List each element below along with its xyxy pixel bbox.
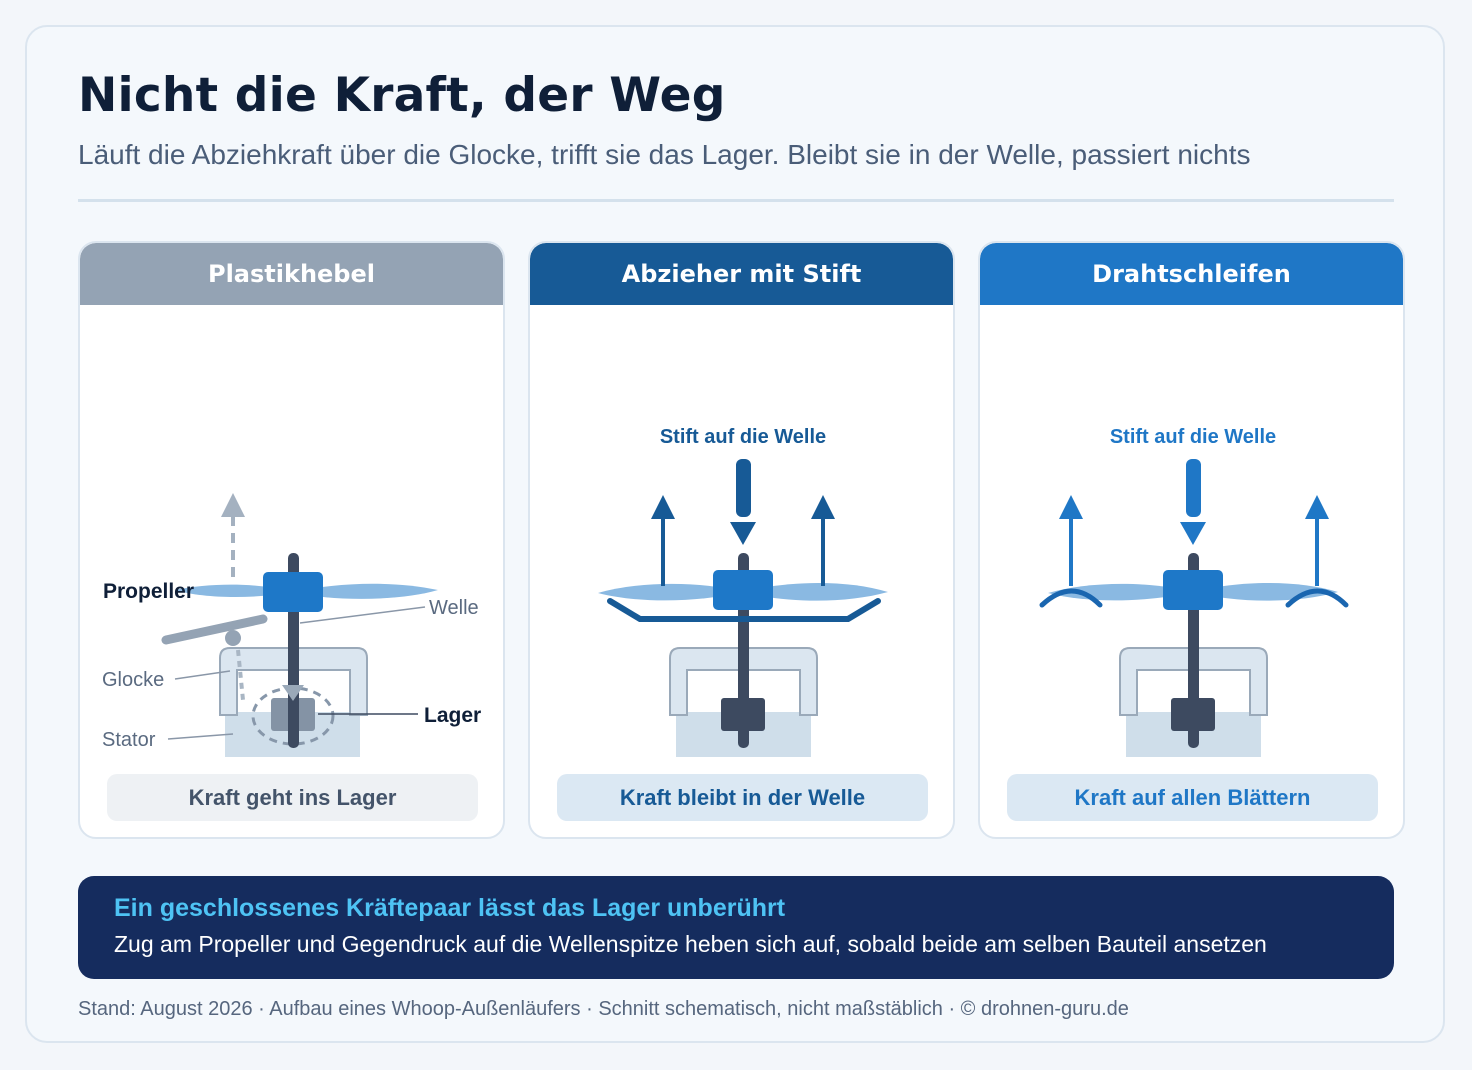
pull-arrow-left-head [651, 495, 675, 519]
hub [713, 570, 773, 610]
abzieher-diagram: Stift auf die Welle [598, 426, 888, 757]
label-stator: Stator [102, 729, 156, 751]
lever-pivot [225, 630, 241, 646]
lever-contact [236, 649, 245, 701]
stator-leader [167, 733, 234, 740]
propeller-blade-left [598, 583, 743, 601]
drahtschleifen-diagram: Stift auf die Welle [1039, 426, 1349, 757]
label-lager: Lager [424, 704, 481, 727]
panel-plastikhebel: Plastikhebel Propeller Welle Glocke [78, 241, 505, 839]
welle-leader [299, 606, 426, 624]
bell [669, 647, 818, 716]
pin-label: Stift auf die Welle [660, 426, 826, 448]
plastikhebel-diagram: Propeller Welle Glocke Lager Stator [102, 493, 481, 757]
page-title: Nicht die Kraft, der Weg [78, 68, 726, 123]
bearing [721, 698, 765, 731]
glocke-leader [174, 670, 231, 680]
pull-arrow-right-head [811, 495, 835, 519]
panel-footer: Kraft auf allen Blättern [1007, 774, 1378, 821]
pin-label: Stift auf die Welle [1110, 426, 1276, 448]
panel-title: Plastikhebel [80, 243, 503, 305]
propeller-blade-right [743, 582, 888, 601]
banner-title: Ein geschlossenes Kräftepaar lässt das L… [114, 894, 786, 922]
pull-arrow-head [221, 493, 245, 517]
panel-abzieher-mit-stift: Abzieher mit Stift Stift auf die Welle K… [528, 241, 955, 839]
panel-title: Drahtschleifen [980, 243, 1403, 305]
hub [1163, 570, 1223, 610]
label-welle: Welle [429, 597, 479, 619]
bell [219, 647, 368, 716]
wire-loop-left [1039, 588, 1103, 608]
header-divider [78, 199, 1394, 202]
pin-arrow-head [730, 522, 756, 545]
pull-arrow-right-head [1305, 495, 1329, 519]
banner-text: Zug am Propeller und Gegendruck auf die … [114, 931, 1267, 957]
footnote: Stand: August 2026 · Aufbau eines Whoop-… [78, 998, 1129, 1020]
puller-frame [607, 598, 881, 622]
bearing [1171, 698, 1215, 731]
page-subtitle: Läuft die Abziehkraft über die Glocke, t… [78, 139, 1251, 170]
pin-arrow-head [1180, 522, 1206, 545]
panel-title: Abzieher mit Stift [530, 243, 953, 305]
bell [1119, 647, 1268, 716]
propeller-blade-right [293, 583, 438, 599]
panel-footer: Kraft geht ins Lager [107, 774, 478, 821]
pin [1186, 459, 1201, 517]
bearing-force-arrow [282, 685, 304, 701]
pull-arrow-left-head [1059, 495, 1083, 519]
hub [263, 572, 323, 612]
label-glocke: Glocke [102, 669, 164, 691]
lever [161, 614, 268, 645]
summary-banner: Ein geschlossenes Kräftepaar lässt das L… [78, 876, 1394, 979]
panel-drahtschleifen: Drahtschleifen Stift auf die Welle Kraft… [978, 241, 1405, 839]
label-propeller: Propeller [103, 580, 194, 603]
wire-loop-right [1285, 588, 1349, 608]
pin [736, 459, 751, 517]
panel-footer: Kraft bleibt in der Welle [557, 774, 928, 821]
